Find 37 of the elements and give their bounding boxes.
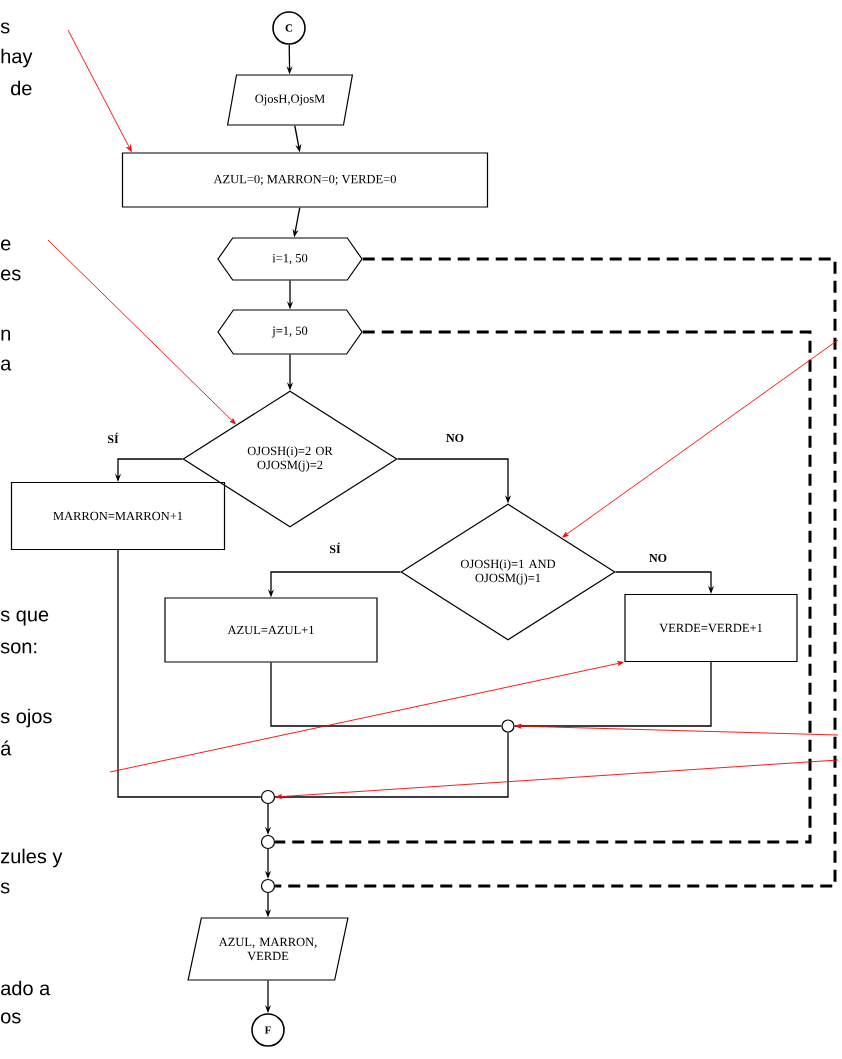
text-fragment: s que [0,610,49,626]
annotation-arrow [109,661,624,773]
loop-hexagon: j=1, 50 [217,309,363,355]
edge-label: NO [648,552,668,564]
loop-hexagon: i=1, 50 [217,237,363,281]
text-fragment: hay [1,48,33,68]
text-fragment: ado a [1,980,51,996]
text-fragment: e [1,239,11,251]
text-fragment: s [0,882,10,894]
text-fragment: s [0,22,10,34]
edge-label: SÍ [328,541,342,555]
annotation-arrow [275,759,839,799]
connector-line [270,661,503,727]
text-fragment: son: [0,642,37,654]
text-fragment: os [1,1012,21,1024]
edge-label: NO [445,432,465,444]
connector-line [117,549,262,798]
edge-label: SÍ [106,431,120,445]
annotation-arrow [67,29,132,152]
process-box: MARRON=MARRON+1 [10,481,226,551]
annotation-arrow [515,723,839,736]
annotation-arrow [47,239,236,425]
loop-line [275,330,812,844]
text-fragment: n [1,329,10,341]
process-box: VERDE=VERDE+1 [624,593,798,663]
process-box: AZUL=AZUL+1 [164,597,378,663]
connector-line [274,731,509,798]
annotation-arrow [562,339,839,538]
io-parallelogram: AZUL, MARRON, VERDE [187,917,349,981]
text-fragment: es [1,269,21,281]
text-fragment: s ojos [0,708,52,728]
process-box: AZUL=0; MARRON=0; VERDE=0 [121,152,489,208]
text-fragment: zules y [1,848,63,868]
loop-line [275,257,837,888]
text-fragment: de [11,80,32,96]
text-fragment: á [1,740,12,756]
text-fragment: a [1,359,12,371]
